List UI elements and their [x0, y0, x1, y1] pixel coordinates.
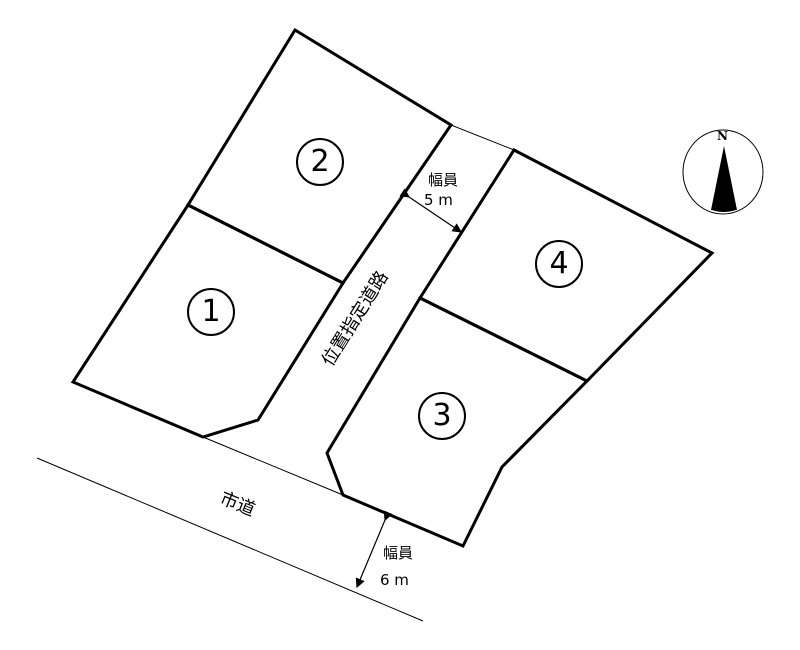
city-road-edge-lower [36, 457, 424, 622]
lot-2-number: 2 [296, 138, 344, 186]
private-road-width-label: 幅員 [428, 171, 459, 189]
north-arrow-icon [682, 129, 764, 215]
city-road-width-arrow [355, 510, 393, 589]
lot-3-number: 3 [418, 392, 466, 440]
lot-1-boundary [70, 203, 346, 439]
lot-3-boundary [325, 296, 590, 548]
private-road-width-arrow [399, 188, 462, 233]
city-road-width-label: 幅員 [383, 544, 414, 562]
private-road-end-line [450, 124, 515, 151]
city-road-edge-upper [202, 436, 344, 496]
north-label: N [717, 129, 728, 143]
private-road-width-value: 5 m [424, 191, 453, 209]
city-road-width-value: 6 m [380, 571, 409, 589]
lot-4-number: 4 [535, 240, 583, 288]
lot-1-number: 1 [187, 288, 235, 336]
